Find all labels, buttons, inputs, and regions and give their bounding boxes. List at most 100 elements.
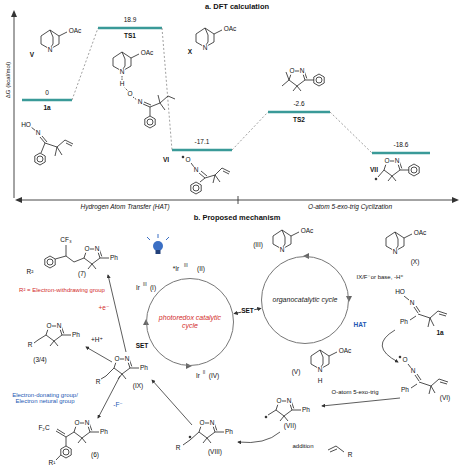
text-label: OAc [140,50,154,57]
text-label: Ph [401,387,410,394]
catalytic-cycle: organocatalytic cycle [261,256,349,344]
text-label: 18.9 [123,17,137,24]
structure-part [330,112,372,153]
structure-part [404,296,447,327]
structure-part [98,27,162,30]
text-label: N [56,323,62,330]
text-label: SET [135,343,149,350]
text-label: -17.1 [194,139,210,146]
text-label: N [47,47,53,54]
text-label: (I) [149,285,156,292]
text-label: +e⁻ [98,305,110,312]
catalytic-cycle: photoredox catalytic cycle [146,278,234,366]
structure-part [346,296,352,302]
text-label: Ph [225,429,234,436]
structure-part [189,436,191,438]
text-label: (III) [253,242,264,249]
text-label: +H⁺ [91,337,104,344]
text-label: R [27,342,33,349]
text-label: N [119,69,125,76]
text-label: Ph [110,255,119,262]
text-label: CF₃ [60,237,72,244]
text-label: O [402,357,408,364]
text-label: O [384,158,390,165]
structure-part [268,111,330,114]
text-label: N [35,130,41,137]
text-label: -F⁻ [113,402,124,409]
energy-path [72,28,372,153]
structure-part [22,99,72,102]
text-label: a. DFT calculation [204,3,269,11]
text-label: 0 [45,90,50,97]
structure-part [20,200,454,201]
structure-part [265,416,267,418]
text-label: (II) [197,266,206,273]
text-label: N [137,99,143,106]
structure-part [273,230,299,248]
text-label: V [29,52,34,59]
text-label: (VII) [283,423,296,430]
text-label: 1a [436,330,444,337]
text-label: H [119,81,125,88]
text-label: N [94,246,100,253]
text-label: O [84,246,90,253]
structure-part [282,72,314,86]
text-label: N [392,249,398,256]
structure-part [34,335,71,343]
text-label: O [74,420,80,427]
structure-part [328,446,344,452]
structure-part [372,152,430,155]
text-label: Ph [72,332,81,339]
structure-part [378,170,409,177]
structure-part [45,256,55,268]
cycle-label: organocatalytic cycle [273,296,338,304]
structure-part [375,178,377,180]
structure-part [238,432,280,443]
text-label: O [114,356,120,363]
text-label: Ir [196,373,201,380]
text-label: N [286,398,292,405]
text-label: N [299,68,305,75]
molecule-drawings [31,28,448,460]
text-label: OAc [413,230,427,237]
text-label: O-atom 5-exo-trig [331,389,379,395]
text-label: R [347,452,353,459]
text-label: OAc [68,28,82,35]
structure-part [408,364,448,394]
text-label: 1a [43,105,51,112]
structure-part [14,16,15,198]
text-label: (VI) [439,395,450,402]
text-label: H [317,378,323,385]
lamp-icon [147,234,169,254]
text-label: -18.6 [393,142,409,149]
structure-part [314,74,324,86]
structure-part [238,196,239,204]
structure-part [122,76,137,100]
text-label: N [317,367,323,374]
structure-part [322,398,400,406]
structure-part [145,116,155,128]
text-label: Ph [302,407,311,414]
structure-part [156,250,161,254]
text-label: Electron-donating group/ Electron netura… [9,392,82,404]
structure-part [72,28,98,100]
structure-part [147,234,169,240]
energy-levels [22,28,430,153]
text-label: O [289,68,295,75]
text-label: addition [292,443,314,449]
text-label: TS1 [124,33,137,40]
text-label: X [187,49,192,56]
structure-part [55,245,109,262]
structure-part [183,432,224,445]
text-label: OAc [338,348,352,355]
structure-part [101,368,139,379]
text-label: VI [162,157,169,164]
text-label: O [199,420,205,427]
text-label: (6) [91,452,100,459]
structure-part [15,197,22,203]
structure-part [41,30,67,48]
structure-part [153,241,163,251]
text-label: (V) [291,369,301,376]
text-label: III [184,264,189,269]
text-label: (IV) [208,373,219,380]
